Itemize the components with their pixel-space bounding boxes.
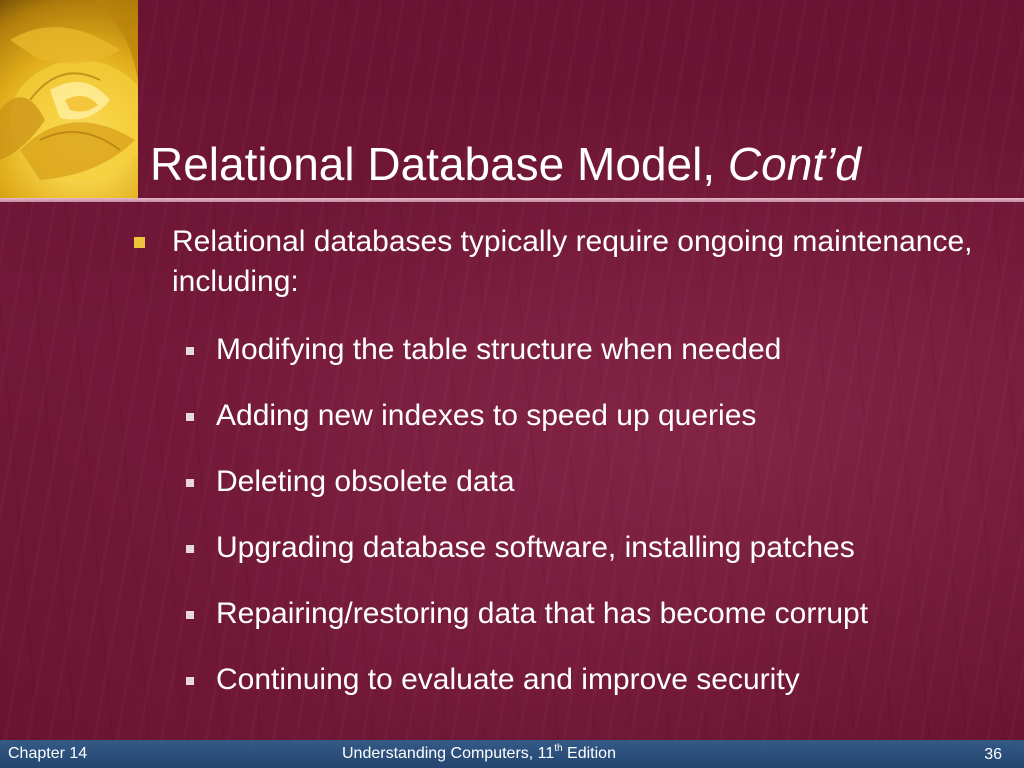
footer-chapter: Chapter 14	[8, 745, 88, 762]
title-divider	[0, 198, 1024, 202]
sub-bullet-text: Repairing/restoring data that has become…	[216, 597, 869, 630]
sub-bullet-item: Continuing to evaluate and improve secur…	[130, 660, 990, 726]
footer-page-number: 36	[984, 746, 1002, 763]
footer-book-name: Understanding Computers, 11	[342, 745, 555, 762]
sub-bullet-text: Modifying the table structure when neede…	[216, 333, 782, 366]
sub-bullet-text: Deleting obsolete data	[216, 465, 515, 498]
square-bullet-icon	[134, 237, 145, 248]
sub-bullet-item: Modifying the table structure when neede…	[130, 330, 990, 396]
footer-edition-superscript: th	[554, 742, 563, 754]
footer-book-title: Understanding Computers, 11th Edition	[342, 742, 616, 763]
square-bullet-icon	[186, 677, 194, 685]
title-emphasis: Cont’d	[727, 138, 861, 190]
square-bullet-icon	[186, 479, 194, 487]
sub-bullet-item: Upgrading database software, installing …	[130, 528, 990, 594]
sub-bullet-item: Repairing/restoring data that has become…	[130, 594, 990, 660]
slide-title: Relational Database Model, Cont’d	[150, 136, 1010, 192]
sub-bullet-item: Deleting obsolete data	[130, 462, 990, 528]
sub-bullet-text: Adding new indexes to speed up queries	[216, 399, 757, 432]
sub-bullet-text: Upgrading database software, installing …	[216, 531, 855, 564]
bullet-text: Relational databases typically require o…	[172, 225, 973, 298]
slide-content: Relational databases typically require o…	[130, 222, 990, 726]
sub-bullet-list: Modifying the table structure when neede…	[130, 330, 990, 726]
square-bullet-icon	[186, 413, 194, 421]
yellow-rose-image	[0, 0, 138, 198]
footer-edition-word: Edition	[562, 745, 616, 762]
square-bullet-icon	[186, 545, 194, 553]
footer-bar: Chapter 14 Understanding Computers, 11th…	[0, 740, 1024, 768]
square-bullet-icon	[186, 611, 194, 619]
square-bullet-icon	[186, 347, 194, 355]
sub-bullet-text: Continuing to evaluate and improve secur…	[216, 663, 800, 696]
sub-bullet-item: Adding new indexes to speed up queries	[130, 396, 990, 462]
bullet-item: Relational databases typically require o…	[130, 222, 990, 302]
title-text: Relational Database Model,	[150, 138, 728, 190]
